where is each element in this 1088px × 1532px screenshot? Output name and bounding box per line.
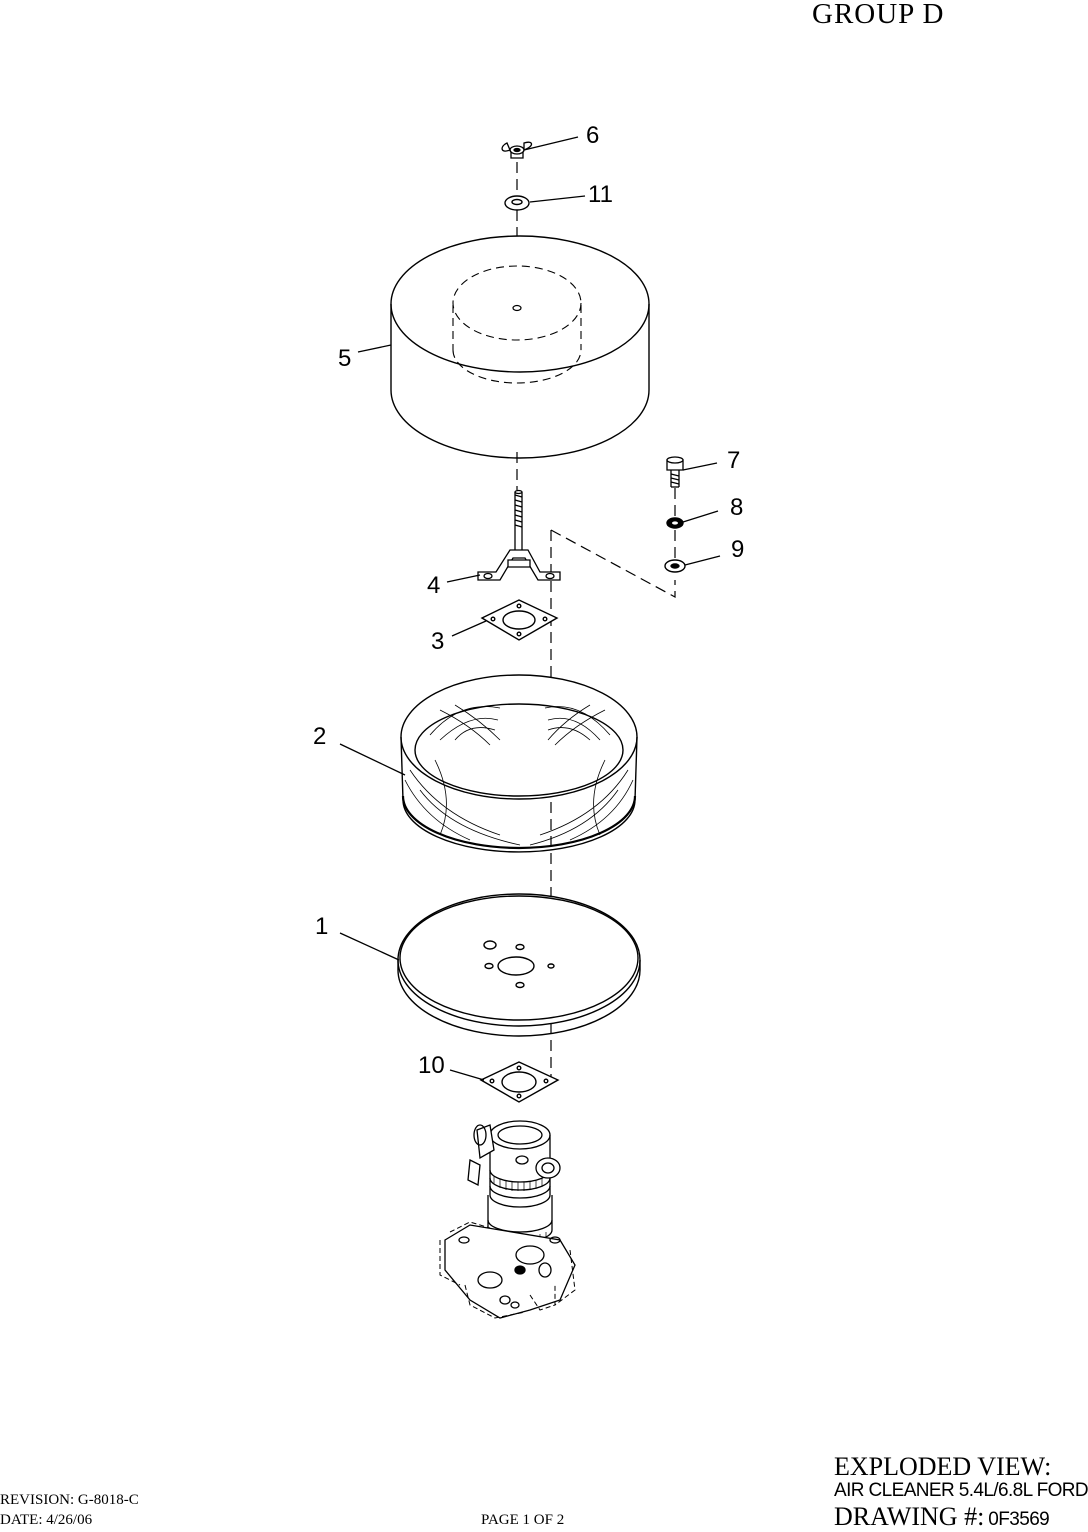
base-plate-part bbox=[397, 893, 641, 1037]
leader-lines bbox=[339, 136, 721, 1081]
bolt-part bbox=[666, 456, 684, 488]
callout-8: 8 bbox=[730, 494, 743, 521]
throttle-body-assembly bbox=[439, 1120, 576, 1319]
gasket-part-3 bbox=[480, 599, 559, 641]
revision-text: REVISION: G-8018-C bbox=[0, 1492, 139, 1508]
callout-11: 11 bbox=[588, 181, 613, 208]
air-cleaner-cover-part bbox=[390, 235, 650, 459]
washer-part-11 bbox=[504, 195, 530, 211]
view-subtitle: AIR CLEANER 5.4L/6.8L FORD bbox=[834, 1480, 1088, 1501]
callout-7: 7 bbox=[727, 447, 740, 474]
flat-washer-part-9 bbox=[664, 559, 686, 573]
callout-5: 5 bbox=[338, 345, 351, 372]
drawing-label: DRAWING #: bbox=[834, 1502, 985, 1531]
callout-10: 10 bbox=[418, 1052, 445, 1079]
group-title: GROUP D bbox=[812, 0, 945, 30]
stud-bracket-part bbox=[477, 489, 561, 581]
callout-2: 2 bbox=[313, 723, 326, 750]
page-number: PAGE 1 OF 2 bbox=[481, 1512, 565, 1528]
drawing-number-row: DRAWING #: 0F3569 bbox=[834, 1502, 1050, 1532]
gasket-part-10 bbox=[479, 1061, 560, 1103]
callout-1: 1 bbox=[315, 913, 328, 940]
drawing-number: 0F3569 bbox=[988, 1509, 1050, 1530]
lock-washer-part bbox=[666, 517, 684, 529]
callout-3: 3 bbox=[431, 628, 444, 655]
callout-4: 4 bbox=[427, 572, 440, 599]
date-text: DATE: 4/26/06 bbox=[0, 1512, 93, 1528]
wing-nut-part bbox=[501, 141, 533, 159]
callout-6: 6 bbox=[586, 122, 599, 149]
callout-9: 9 bbox=[731, 536, 744, 563]
callout-labels: 6 11 5 7 8 9 4 3 2 1 10 bbox=[313, 122, 744, 1079]
filter-element-part bbox=[400, 674, 638, 853]
view-label: EXPLODED VIEW: bbox=[834, 1452, 1052, 1481]
